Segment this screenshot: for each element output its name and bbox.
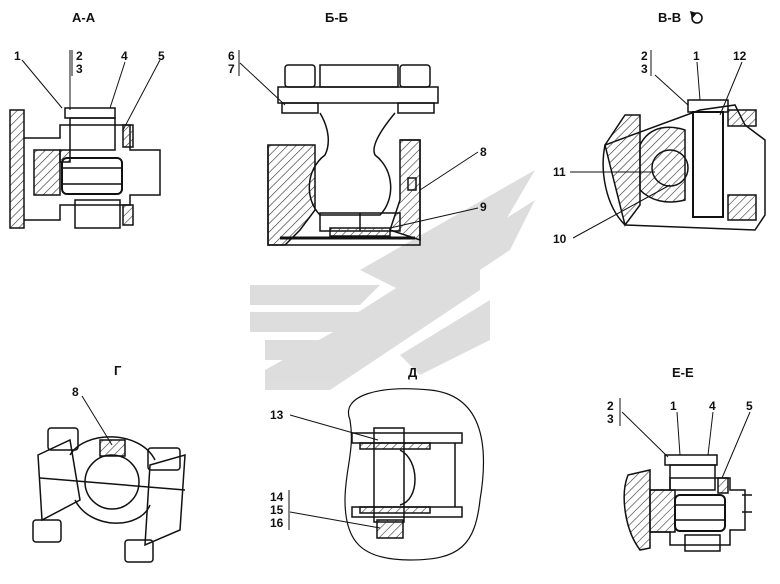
aa-label-3: 3 [76, 62, 83, 76]
view-v-v: В-В 2 3 1 12 11 10 [553, 10, 766, 246]
view-d: Д 13 14 15 16 [270, 365, 485, 561]
g-label-8: 8 [72, 385, 79, 399]
aa-label-5: 5 [158, 49, 165, 63]
view-a-a: А-А 1 2 3 4 5 [9, 10, 165, 229]
view-e-e-title: Е-Е [672, 365, 694, 380]
vv-label-12: 12 [733, 49, 747, 63]
ee-label-5: 5 [746, 399, 753, 413]
view-v-v-title: В-В [658, 10, 681, 25]
d-label-16: 16 [270, 516, 284, 530]
aa-label-4: 4 [121, 49, 128, 63]
vv-label-3: 3 [641, 62, 648, 76]
view-d-title: Д [408, 365, 418, 380]
view-g: Г 8 [32, 363, 186, 563]
ee-label-1: 1 [670, 399, 677, 413]
d-label-13: 13 [270, 408, 284, 422]
ee-label-3: 3 [607, 412, 614, 426]
bb-label-9: 9 [480, 200, 487, 214]
ee-label-4: 4 [709, 399, 716, 413]
bb-label-6: 6 [228, 49, 235, 63]
view-g-title: Г [114, 363, 122, 378]
d-label-15: 15 [270, 503, 284, 517]
aa-label-1: 1 [14, 49, 21, 63]
bb-label-7: 7 [228, 62, 235, 76]
bb-label-8: 8 [480, 145, 487, 159]
view-b-b-title: Б-Б [325, 10, 348, 25]
vv-label-11: 11 [553, 165, 566, 179]
rotation-arrow-icon [690, 11, 703, 24]
view-e-e: Е-Е 2 3 1 4 5 [607, 365, 753, 552]
aa-label-2: 2 [76, 49, 83, 63]
d-label-14: 14 [270, 490, 284, 504]
vv-label-2: 2 [641, 49, 648, 63]
vv-label-1: 1 [693, 49, 700, 63]
vv-label-10: 10 [553, 232, 567, 246]
ee-label-2: 2 [607, 399, 614, 413]
company-logo-watermark [250, 170, 535, 390]
view-a-a-title: А-А [72, 10, 96, 25]
view-b-b: Б-Б 6 7 8 9 [228, 10, 487, 246]
